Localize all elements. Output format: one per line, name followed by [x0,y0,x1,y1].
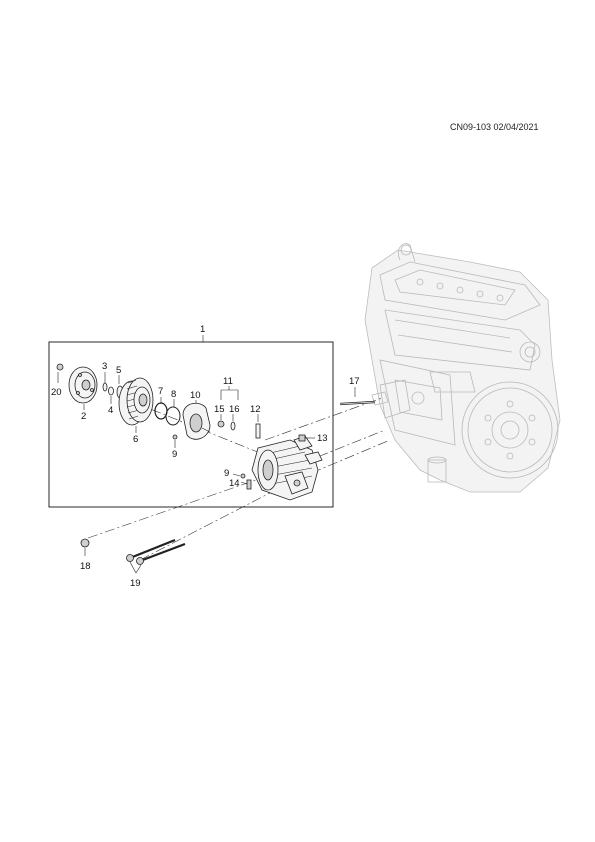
callout-15: 15 [214,404,225,415]
part-10-field-coil [182,400,211,440]
part-6-pulley [118,377,154,433]
diagram-reference-code: CN09-103 02/04/2021 [450,122,539,132]
callout-19: 19 [130,578,141,589]
part-17-long-stud [339,387,376,406]
part-14-clip [240,479,252,490]
callout-11: 11 [223,376,233,387]
part-16-o-ring [230,414,236,431]
part-9-screw-lower [232,473,246,479]
ac-compressor-body [251,435,323,501]
callout-14: 14 [229,478,240,489]
callout-13: 13 [317,433,328,444]
part-9-screw-upper [172,434,178,448]
callout-4: 4 [108,405,113,416]
callout-9-upper: 9 [172,449,177,460]
callout-1: 1 [200,324,205,335]
part-13-pressure-fitting [298,434,315,442]
callout-16: 16 [229,404,240,415]
callout-6: 6 [133,434,138,445]
part-19-long-bolts [126,538,186,574]
callout-9-lower: 9 [224,468,229,479]
part-4-spacer [108,386,114,404]
callout-5: 5 [116,365,121,376]
part-8-seal-ring [165,399,181,426]
callout-2: 2 [81,411,86,422]
part-2-clutch-hub [68,366,98,410]
part-7-retaining-ring [154,397,168,420]
part-12-stud [255,414,261,439]
callout-12: 12 [250,404,261,415]
callout-17: 17 [349,376,360,387]
callout-10: 10 [190,390,201,401]
callout-18: 18 [80,561,91,572]
engine-assembly-illustration [364,243,561,493]
callout-3: 3 [102,361,107,372]
compressor-kit-frame [48,341,334,508]
callout-8: 8 [171,389,176,400]
part-11-group-bracket [220,386,239,400]
part-3-shim [102,372,108,392]
part-15-valve-cap [217,414,225,428]
part-18-nut [80,538,90,556]
callout-7: 7 [158,386,163,397]
callout-20: 20 [51,387,62,398]
part-20-bolt [56,363,64,383]
